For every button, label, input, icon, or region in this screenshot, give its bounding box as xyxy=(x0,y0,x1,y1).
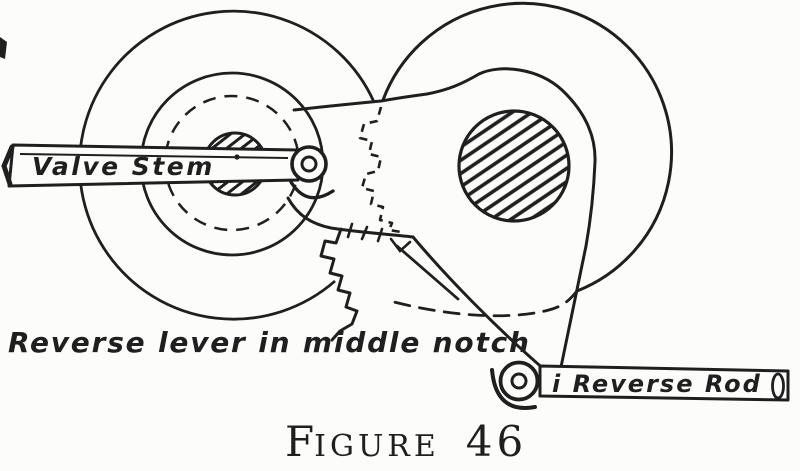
valve-stem-eye-hole xyxy=(300,155,318,173)
right-shaft-hatched-circle xyxy=(457,109,571,223)
valve-eye-boss xyxy=(289,180,335,200)
right-wheel-hidden-dashed-arc xyxy=(388,289,579,318)
reverse-rod-end-cap xyxy=(771,372,785,400)
pivot-boss xyxy=(490,368,537,410)
valve-stem-rod-end xyxy=(1,144,15,187)
reverse-rod-label: i Reverse Rod xyxy=(552,370,762,398)
valve-stem-label-box-line xyxy=(19,153,289,159)
figure-caption-rest: IGURE xyxy=(314,429,440,464)
figure-caption-initial: F xyxy=(285,417,314,466)
lever-arm-left-edge xyxy=(411,235,548,373)
center-dot xyxy=(234,154,240,160)
hidden-notches-dashed-line xyxy=(358,106,402,234)
notch-profile-left xyxy=(319,227,359,342)
scan-artifact xyxy=(0,37,7,59)
notch-sector-corner-line xyxy=(395,244,460,301)
lever-plate-bottom-edge xyxy=(286,196,415,239)
right-wheel-outer-circle xyxy=(381,1,673,293)
figure-caption: FIGURE 46 xyxy=(285,417,527,466)
lever-note: Reverse lever in middle notch xyxy=(8,326,531,359)
reverse-rod xyxy=(538,364,790,402)
notch-tick-marks xyxy=(346,222,412,253)
lever-plate-top-edge-and-right-arm xyxy=(292,67,597,369)
figure-caption-number: 46 xyxy=(466,417,527,466)
valve-stem-label: Valve Stem xyxy=(32,152,215,181)
pivot-eye-hole xyxy=(510,372,528,390)
left-wheel-outer-circle xyxy=(78,9,376,321)
